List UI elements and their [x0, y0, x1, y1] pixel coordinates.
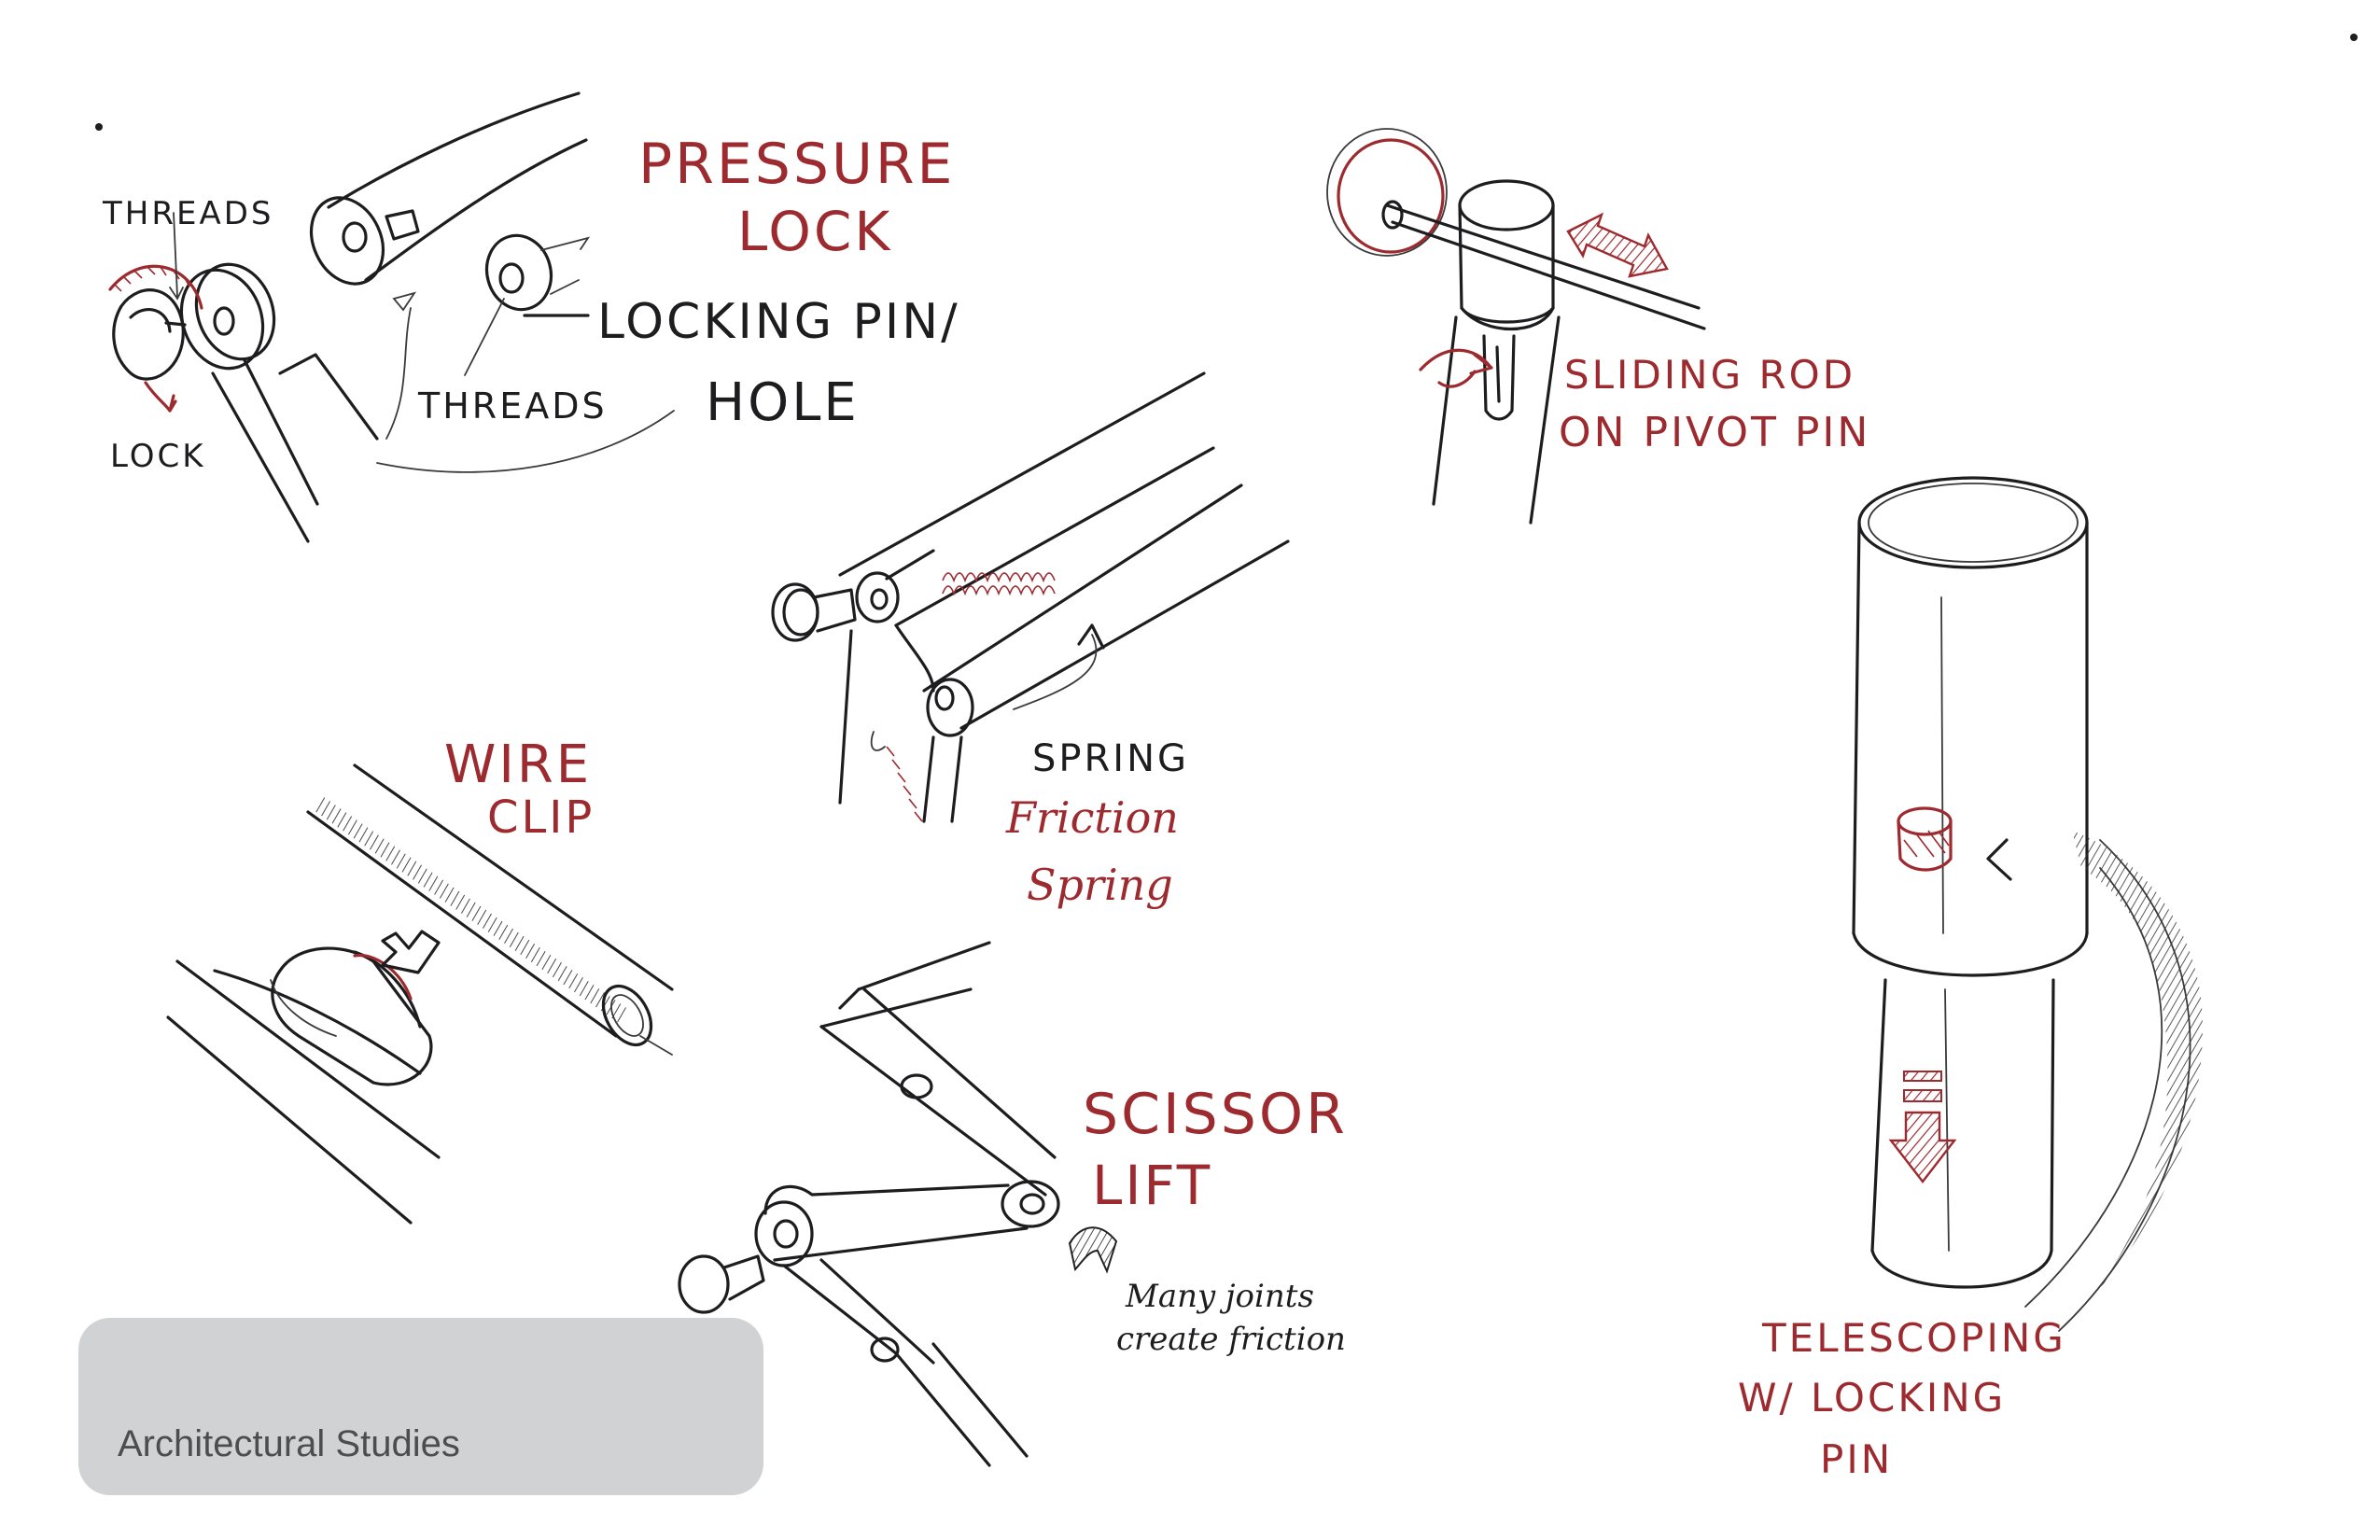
label-hole: HOLE [706, 372, 860, 433]
friction-spring-sketch [771, 371, 1290, 823]
stray-dot [95, 123, 103, 131]
label-wire-clip-line2: CLIP [487, 791, 595, 844]
label-wire-clip-line1: WIRE [444, 735, 592, 795]
stray-dot [2350, 34, 2358, 41]
scissor-lift-sketch [678, 941, 1118, 1467]
label-threads-bottom: THREADS [417, 385, 608, 427]
label-friction-spring-line1: Friction [1005, 792, 1179, 843]
label-telescoping-line1: TELESCOPING [1761, 1315, 2066, 1361]
label-lock: LOCK [110, 438, 206, 475]
pressure-lock-sketch [108, 91, 675, 543]
label-friction-spring-line2: Spring [1027, 860, 1173, 910]
label-telescoping-line3: PIN [1820, 1436, 1893, 1482]
label-pressure-lock-line2: LOCK [737, 200, 892, 263]
label-spring: SPRING [1032, 737, 1189, 780]
label-telescoping-line2: W/ LOCKING [1738, 1375, 2006, 1421]
label-sliding-rod-line2: ON PIVOT PIN [1559, 409, 1870, 456]
label-many-joints-line2: create friction [1116, 1321, 1346, 1358]
label-scissor-lift-line2: LIFT [1092, 1154, 1212, 1217]
wire-clip-sketch [166, 763, 674, 1225]
caption-text: Architectural Studies [118, 1423, 460, 1464]
label-threads-top: THREADS [102, 195, 273, 232]
sliding-rod-sketch [1326, 128, 1706, 525]
label-many-joints-line1: Many joints [1125, 1278, 1314, 1315]
label-scissor-lift-line1: SCISSOR [1083, 1082, 1348, 1147]
telescoping-sketch [1852, 476, 2203, 1332]
label-sliding-rod-line1: SLIDING ROD [1564, 352, 1855, 398]
label-locking-pin: LOCKING PIN/ [597, 294, 960, 350]
label-pressure-lock-line1: PRESSURE [638, 132, 955, 197]
caption-box: Architectural Studies [78, 1318, 763, 1495]
